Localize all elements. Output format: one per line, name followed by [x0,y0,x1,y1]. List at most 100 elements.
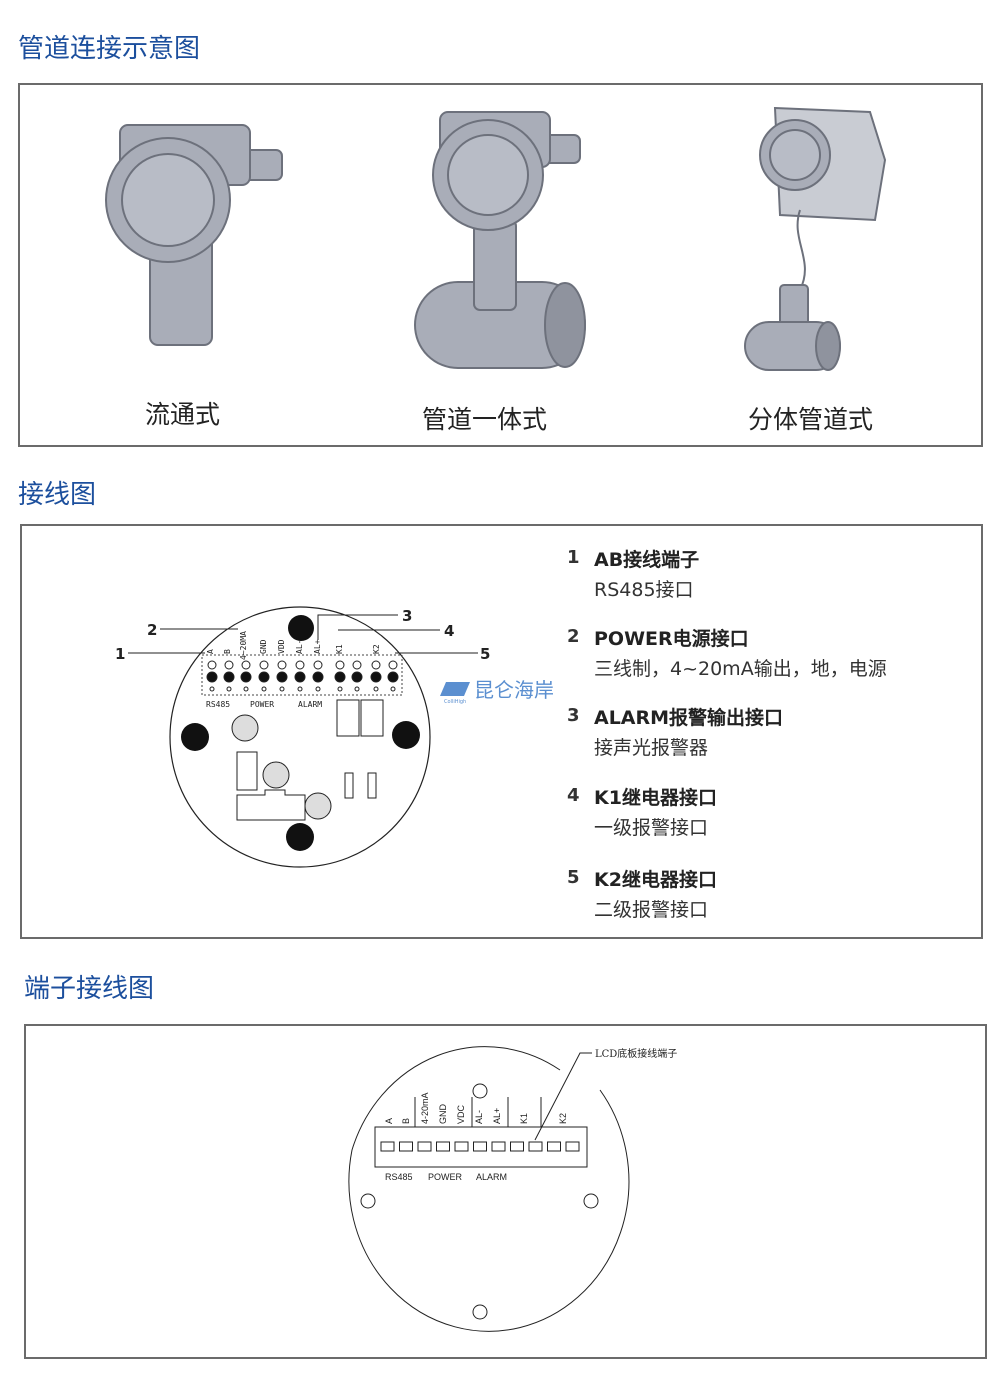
caption-flow-through: 流通式 [145,400,221,429]
terminal-pin [209,686,215,692]
terminal-pin [207,660,217,670]
wiring-item-number: 2 [567,626,580,647]
integrated-pipe-device [414,111,586,369]
terminal-pin [337,686,343,692]
terminal-pin [240,671,252,683]
terminal-label-al-plus: AL+ [492,1108,502,1124]
callout-3: 3 [402,607,412,625]
terminal-pin [370,671,382,683]
caption-integrated-pipe: 管道一体式 [422,405,548,434]
terminal-pin [388,660,398,670]
watermark-text: 昆仑海岸 [474,678,554,702]
board-label-al-minus: AL- [295,640,304,654]
wiring-item-title: K1继电器接口 [594,787,717,809]
board-label-b: B [223,649,232,654]
terminal-pin [294,671,306,683]
terminal-pin [335,660,345,670]
terminal-slot [565,1141,580,1152]
terminal-label-a: A [384,1118,394,1124]
terminal-pin [258,671,270,683]
flow-through-device [105,124,283,346]
terminal-pin [351,671,363,683]
terminal-pin [354,686,360,692]
terminal-pin [279,686,285,692]
terminal-slot [417,1141,432,1152]
terminal-pin [312,671,324,683]
terminal-pin [315,686,321,692]
terminal-pin [261,686,267,692]
terminal-slot [399,1141,413,1152]
board-label-gnd: GND [259,639,268,654]
board-label-al-plus: AL+ [313,639,322,654]
board-label-k2: K2 [372,644,381,654]
section-title-terminal: 端子接线图 [24,974,155,1004]
device-illustrations [105,106,887,371]
terminal-pin [390,686,396,692]
board-label-vdd: VDD [277,639,286,654]
terminal-label-vdc: VDC [456,1104,466,1124]
wiring-item-desc: 一级报警接口 [594,817,709,839]
wiring-panel [20,524,983,939]
section-title-wiring: 接线图 [18,480,97,510]
terminal-slot [436,1141,450,1152]
terminal-group-power: POWER [428,1172,463,1182]
terminal-pin [334,671,346,683]
wiring-item-desc: 接声光报警器 [594,737,709,759]
terminal-slot [473,1141,487,1152]
terminal-pin [295,660,305,670]
split-pipe-device [744,106,887,371]
wiring-item-title: AB接线端子 [594,549,700,571]
pipe-connection-panel [18,83,983,447]
terminal-pin [226,686,232,692]
terminal-label-k2: K2 [558,1113,568,1124]
terminal-slot [547,1141,561,1152]
callout-1: 1 [115,645,125,663]
terminal-slot [528,1141,543,1152]
terminal-pin [206,671,218,683]
board-label-k1: K1 [335,644,344,654]
wiring-item-number: 1 [567,547,580,568]
callout-2: 2 [147,621,157,639]
callout-4: 4 [444,622,454,640]
terminal-pin [373,686,379,692]
terminal-label-b: B [401,1118,411,1124]
terminal-pin [371,660,381,670]
caption-split-pipe: 分体管道式 [748,405,874,434]
terminal-panel [24,1024,987,1359]
wiring-item-number: 3 [567,705,580,726]
terminal-pin [224,660,234,670]
wiring-item-title: ALARM报警输出接口 [594,707,784,729]
section-title-pipe: 管道连接示意图 [18,34,201,64]
terminal-slot [380,1141,395,1152]
wiring-board-diagram: 1 2 3 4 5 A B 4~20MA GND VDD AL- AL+ K1 … [115,606,554,868]
terminal-pin [352,660,362,670]
lcd-terminal-callout: LCD底板接线端子 [595,1047,677,1060]
terminal-pin [241,660,251,670]
terminal-label-al-minus: AL- [474,1110,484,1124]
terminal-label-k1: K1 [519,1113,529,1124]
callout-5: 5 [480,645,490,663]
wiring-item-desc: 二级报警接口 [594,899,709,921]
terminal-pin [387,671,399,683]
group-label-rs485: RS485 [206,700,230,709]
terminal-slot [491,1141,506,1152]
terminal-group-alarm: ALARM [476,1172,507,1182]
terminal-slot [510,1141,524,1152]
group-label-alarm: ALARM [298,700,322,709]
board-label-4-20ma: 4~20MA [239,631,248,660]
board-label-a: A [206,649,215,654]
terminal-slot [454,1141,469,1152]
terminal-pin [259,660,269,670]
terminal-pin [297,686,303,692]
wiring-item-desc: 三线制，4~20mA输出，地，电源 [594,658,887,680]
terminal-pin [277,660,287,670]
wiring-item-number: 5 [567,867,580,888]
terminal-pin [243,686,249,692]
terminal-pin [276,671,288,683]
terminal-group-rs485: RS485 [385,1172,413,1182]
group-label-power: POWER [250,700,274,709]
terminal-label-4-20ma: 4-20mA [420,1092,430,1124]
watermark-subtext: ColliHigh [444,699,466,705]
wiring-item-number: 4 [567,785,580,806]
